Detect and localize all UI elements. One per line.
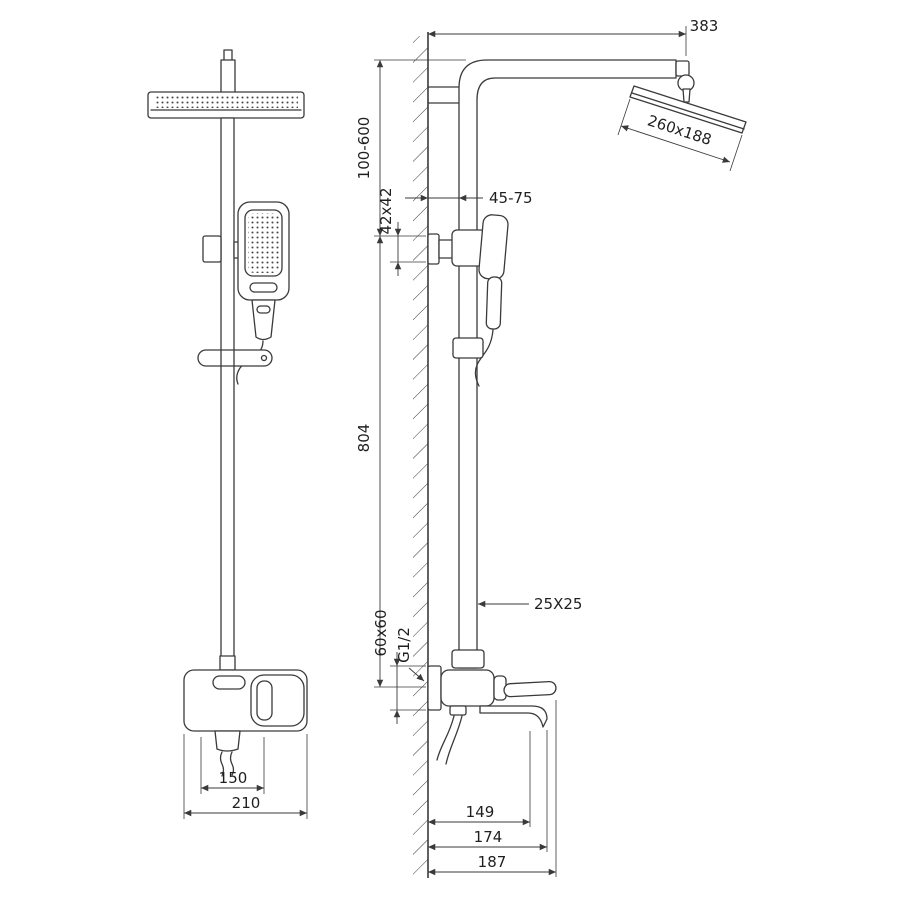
- side-view: 383 260x188 100-600 45-75 42x42: [355, 17, 747, 878]
- rain-shower-head-front: [147, 91, 305, 119]
- dim-150: 150: [200, 737, 265, 794]
- mixer-spout-front: [214, 730, 241, 752]
- mixer-inlet-front: [219, 655, 236, 671]
- slider-bracket-front: [197, 349, 273, 367]
- dim-45-75: 45-75: [405, 189, 533, 207]
- dim-174: 174: [428, 730, 548, 852]
- dim-42x42: 42x42: [377, 187, 426, 276]
- dim-label-210: 210: [232, 794, 261, 812]
- dim-804: 804: [355, 236, 426, 688]
- riser-pipe-side: [458, 59, 677, 669]
- pipe-union-side: [452, 337, 484, 359]
- dim-label-42x42: 42x42: [377, 187, 395, 234]
- dim-100-600: 100-600: [355, 59, 466, 237]
- dim-label-174: 174: [474, 828, 503, 846]
- slider-screw: [260, 354, 268, 362]
- dim-g12: G1/2: [395, 627, 425, 682]
- dim-25x25: 25X25: [478, 595, 582, 613]
- dim-label-804: 804: [355, 424, 373, 453]
- wall-bracket-front: [202, 235, 222, 263]
- dim-label-g12: G1/2: [395, 627, 413, 663]
- dim-label-187: 187: [478, 853, 507, 871]
- hand-spray-face: [248, 213, 279, 273]
- mixer-escutcheon-side: [427, 665, 442, 711]
- hand-shower-hose-side: [474, 329, 494, 387]
- dim-label-100-600: 100-600: [355, 117, 373, 180]
- mixer-spout-side: [479, 705, 548, 728]
- top-wall-arm-side: [427, 86, 463, 104]
- dim-60x60: 60x60: [372, 609, 426, 724]
- wall-section: [413, 32, 429, 878]
- mixer-diverter-front: [212, 675, 246, 690]
- dim-187: 187: [428, 700, 557, 877]
- mixer-body-side: [440, 669, 495, 707]
- dim-149: 149: [428, 731, 531, 827]
- wall-hatching: [413, 36, 428, 876]
- wall-bracket-side: [427, 233, 454, 265]
- mixer-front: [183, 655, 308, 777]
- dim-label-383: 383: [690, 17, 719, 35]
- mixer-hose-front: [219, 751, 225, 777]
- dim-label-25x25: 25X25: [534, 595, 582, 613]
- mixer-side: [427, 665, 557, 765]
- mixer-hose-side: [436, 715, 455, 761]
- dim-210: 210: [183, 734, 308, 819]
- rain-head-stem-front: [220, 49, 236, 94]
- rain-shower-head-side: [629, 85, 747, 134]
- dim-label-45-75: 45-75: [489, 189, 533, 207]
- hand-shower-button: [249, 282, 278, 293]
- dim-383: 383: [428, 17, 718, 56]
- hand-shower-front: [236, 201, 290, 385]
- pipe-tee-side: [451, 649, 485, 669]
- mixer-lever-side: [503, 680, 557, 698]
- spray-face-front: [154, 95, 298, 108]
- riser-pipe-front: [220, 117, 235, 669]
- dim-label-60x60: 60x60: [372, 609, 390, 656]
- dim-label-150: 150: [219, 769, 248, 787]
- front-view: 150 210: [147, 49, 308, 819]
- hand-shower-side: [474, 214, 509, 387]
- dim-label-149: 149: [466, 803, 495, 821]
- head-joint-side: [675, 60, 695, 103]
